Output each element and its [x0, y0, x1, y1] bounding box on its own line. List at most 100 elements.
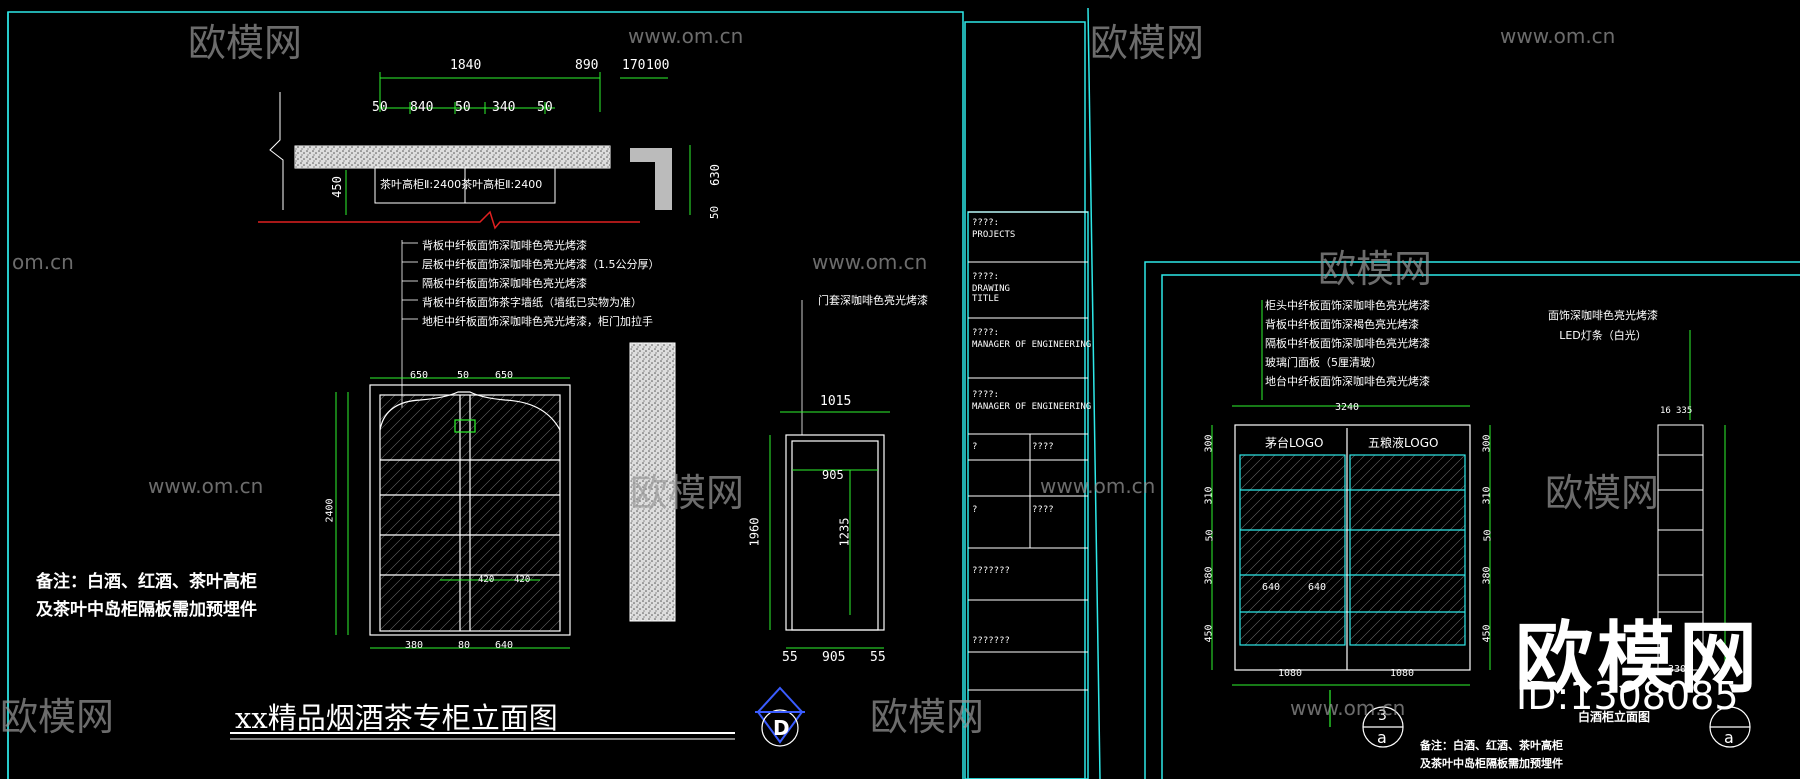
r-dim-left-0: 300 — [1203, 434, 1215, 453]
counter-body — [258, 92, 672, 230]
callout1-num: 3 — [1378, 708, 1387, 724]
dim-h50: 50 — [708, 205, 722, 220]
tb-qe: ??????? — [972, 566, 1010, 576]
cab-bottom-1: 80 — [458, 640, 471, 651]
cab-mid-0: 420 — [478, 575, 495, 585]
right-remark-line1: 备注：白酒、红酒、茶叶高柜 — [1420, 739, 1563, 752]
logo-right-label: 五粮液LOGO — [1368, 436, 1439, 450]
dim-seg-4: 50 — [537, 100, 553, 115]
left-note-0: 背板中纤板面饰深咖啡色亮光烤漆 — [422, 239, 587, 252]
left-remark: 备注：白酒、红酒、茶叶高柜 及茶叶中岛柜隔板需加预埋件 — [36, 568, 257, 624]
left-note-1: 层板中纤板面饰深咖啡色亮光烤漆（1.5公分厚） — [422, 258, 660, 271]
tall-cabinet — [369, 384, 571, 636]
door-w905: 905 — [822, 468, 844, 482]
left-remark-line1: 备注：白酒、红酒、茶叶高柜 — [36, 572, 257, 592]
right-remark: 备注：白酒、红酒、茶叶高柜 及茶叶中岛柜隔板需加预埋件 — [1420, 737, 1563, 773]
side-panel — [629, 342, 676, 622]
dim-seg-3: 340 — [492, 100, 516, 115]
r-dim-bottom-0: 1080 — [1278, 668, 1303, 679]
callout1-letter: a — [1377, 728, 1387, 747]
wine-cabinet — [1234, 424, 1471, 671]
r-dim-left-4: 450 — [1203, 624, 1215, 643]
r-dim-right-0: 300 — [1481, 434, 1493, 453]
callout2-letter: a — [1724, 728, 1734, 747]
right-remark-line2: 及茶叶中岛柜隔板需加预埋件 — [1420, 757, 1563, 770]
left-sheet-title: xx精品烟酒茶专柜立面图 — [235, 701, 558, 735]
cab-mid-1: 420 — [514, 575, 531, 585]
cab-top-0: 650 — [410, 370, 429, 381]
left-remark-line2: 及茶叶中岛柜隔板需加预埋件 — [36, 600, 257, 620]
door-bottom-1: 905 — [822, 650, 846, 665]
r-dim-left-3: 380 — [1203, 566, 1215, 585]
dim-seg-2: 50 — [455, 100, 471, 115]
right-note-4: 地台中纤板面饰深咖啡色亮光烤漆 — [1265, 375, 1430, 388]
right-note-2: 隔板中纤板面饰深咖啡色亮光烤漆 — [1265, 337, 1430, 350]
section-marker-d — [755, 686, 805, 747]
tb-qa: ? — [972, 442, 978, 452]
right-note-1: 背板中纤板面饰深褐色亮光烤漆 — [1265, 318, 1419, 331]
door-note: 门套深咖啡色亮光烤漆 — [818, 294, 928, 307]
left-note-2: 隔板中纤板面饰深咖啡色亮光烤漆 — [422, 277, 587, 290]
r-dim-bottom-1: 1080 — [1390, 668, 1415, 679]
left-sheet-frame — [7, 7, 1101, 779]
r-dim-left-2: 50 — [1204, 529, 1216, 542]
r-dim-mid-1: 640 — [1308, 582, 1327, 593]
side-dim-0: 16 — [1660, 406, 1671, 416]
side-bottom: 330 — [1668, 664, 1687, 675]
dim-890: 890 — [575, 58, 599, 73]
logo-left-label: 茅台LOGO — [1265, 436, 1324, 450]
left-material-notes: 背板中纤板面饰深咖啡色亮光烤漆 层板中纤板面饰深咖啡色亮光烤漆（1.5公分厚） … — [422, 236, 660, 331]
tb-qb: ???? — [1032, 442, 1054, 452]
dim-seg-0: 50 — [372, 100, 388, 115]
tb-mgr2: MANAGER OF ENGINEERING — [972, 402, 1092, 412]
cab-bottom-0: 380 — [405, 640, 424, 651]
cab-bottom-2: 640 — [495, 640, 514, 651]
side-note-1: LED灯条（白光） — [1559, 329, 1647, 342]
dim-h450: 450 — [329, 176, 344, 198]
cab-height: 2400 — [324, 498, 336, 523]
tb-q3: ????: — [972, 328, 1000, 338]
door-w1015: 1015 — [820, 394, 852, 409]
tb-q4: ????: — [972, 390, 1000, 400]
r-dim-right-2: 50 — [1482, 529, 1494, 542]
dim-1840: 1840 — [450, 58, 482, 73]
counter-section — [345, 72, 691, 215]
door-frame-dims — [769, 411, 890, 649]
r-dim-right-3: 380 — [1481, 566, 1493, 585]
dim-seg-1: 840 — [410, 100, 434, 115]
tb-q1: ????: — [972, 218, 1000, 228]
door-h1960: 1960 — [747, 517, 762, 547]
door-h1235: 1235 — [837, 517, 852, 547]
right-section-title: 白酒柜立面图 — [1578, 710, 1651, 724]
dim-h630: 630 — [707, 164, 722, 186]
door-frame — [785, 434, 885, 631]
r-dim-mid-0: 640 — [1262, 582, 1281, 593]
r-dim-right-1: 310 — [1481, 486, 1493, 505]
door-bottom-0: 55 — [782, 650, 798, 665]
r-dim-top: 3240 — [1335, 402, 1360, 413]
tb-qc: ? — [972, 505, 978, 515]
wine-cabinet-dims — [1211, 300, 1491, 686]
cab-top-1: 50 — [457, 370, 470, 381]
left-title-underline — [230, 732, 735, 740]
counter-label: 茶叶高柜Ⅱ:2400茶叶高柜Ⅱ:2400 — [380, 178, 543, 191]
tb-q2: ????: — [972, 272, 1000, 282]
tb-mgr1: MANAGER OF ENGINEERING — [972, 340, 1092, 350]
right-material-notes: 柜头中纤板面饰深咖啡色亮光烤漆 背板中纤板面饰深褐色亮光烤漆 隔板中纤板面饰深咖… — [1265, 296, 1430, 391]
right-side-notes: 面饰深咖啡色亮光烤漆 LED灯条（白光） — [1548, 306, 1658, 346]
tb-qf: ??????? — [972, 636, 1010, 646]
side-section-right — [1657, 330, 1726, 671]
door-bottom-2: 55 — [870, 650, 886, 665]
dim-100: 100 — [646, 58, 670, 73]
right-note-0: 柜头中纤板面饰深咖啡色亮光烤漆 — [1265, 299, 1430, 312]
tb-projects: PROJECTS — [972, 230, 1016, 240]
right-note-3: 玻璃门面板（5厘清玻） — [1265, 356, 1382, 369]
section-letter-d: D — [773, 716, 790, 740]
side-note-0: 面饰深咖啡色亮光烤漆 — [1548, 309, 1658, 322]
side-dim-1: 335 — [1676, 406, 1693, 416]
right-sheet-frame — [1144, 261, 1800, 779]
dim-170: 170 — [622, 58, 646, 73]
tb-drawing-title: DRAWING TITLE — [972, 284, 1010, 304]
